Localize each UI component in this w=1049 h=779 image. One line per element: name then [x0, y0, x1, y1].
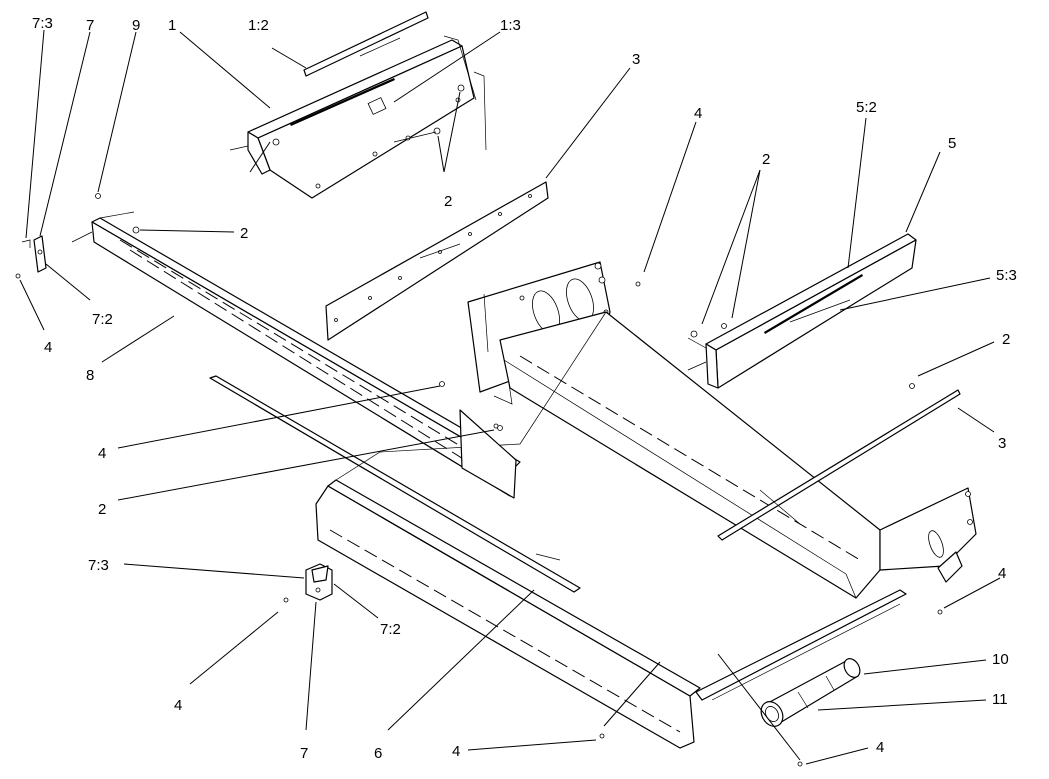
callout-4-mid: 4 — [98, 445, 106, 462]
callout-4-bottom: 4 — [452, 743, 460, 760]
callout-5-2: 5:2 — [856, 99, 877, 116]
part-5-channel — [687, 233, 917, 389]
callout-9: 9 — [132, 17, 140, 34]
part-8-rail — [71, 193, 521, 497]
callout-4-left: 4 — [44, 339, 52, 356]
callout-7-top: 7 — [86, 17, 94, 34]
callout-11: 11 — [992, 691, 1008, 708]
hardware-fasteners — [439, 281, 943, 767]
callout-7-3-bottom: 7:3 — [88, 557, 109, 574]
callout-1-2: 1:2 — [248, 17, 269, 34]
callout-1-3: 1:3 — [500, 17, 521, 34]
callout-7-bottom: 7 — [300, 745, 308, 762]
callout-1: 1 — [168, 17, 176, 34]
callout-3-top: 3 — [632, 51, 640, 68]
callout-2-rail: 2 — [240, 225, 248, 242]
callout-4-bottom-left: 4 — [174, 697, 182, 714]
callout-2-right: 2 — [1002, 331, 1010, 348]
part-7-bracket-top — [15, 235, 47, 279]
main-frame — [315, 261, 977, 749]
callout-5-3: 5:3 — [996, 267, 1017, 284]
callout-4-top: 4 — [694, 105, 702, 122]
callout-2-right-top: 2 — [762, 151, 770, 168]
callout-8: 8 — [86, 367, 94, 384]
callout-7-3-top: 7:3 — [32, 15, 53, 32]
callout-7-2-top: 7:2 — [92, 311, 113, 328]
part-3-plate — [325, 181, 549, 341]
callout-5: 5 — [948, 135, 956, 152]
part-6-strip — [209, 375, 581, 593]
callout-2-mid: 2 — [98, 501, 106, 518]
callout-3-right: 3 — [998, 435, 1006, 452]
part-1-2-strip — [303, 11, 429, 77]
callout-labels: 7:3 7 9 1 1:2 1:3 3 4 5:2 5 2 5:3 2 2 4 … — [32, 15, 1017, 762]
leader-lines — [19, 29, 1001, 765]
callout-4-bottom-right: 4 — [876, 739, 884, 756]
part-1-bracket — [229, 35, 487, 199]
part-7-bracket-bottom — [283, 563, 333, 603]
callout-7-2-bottom: 7:2 — [380, 621, 401, 638]
part-3-right-strip — [717, 389, 961, 541]
callout-2-bracket: 2 — [444, 193, 452, 210]
callout-10: 10 — [992, 651, 1009, 668]
part-10-11-rollers — [760, 658, 861, 727]
callout-6: 6 — [374, 745, 382, 762]
callout-4-right: 4 — [998, 565, 1006, 582]
